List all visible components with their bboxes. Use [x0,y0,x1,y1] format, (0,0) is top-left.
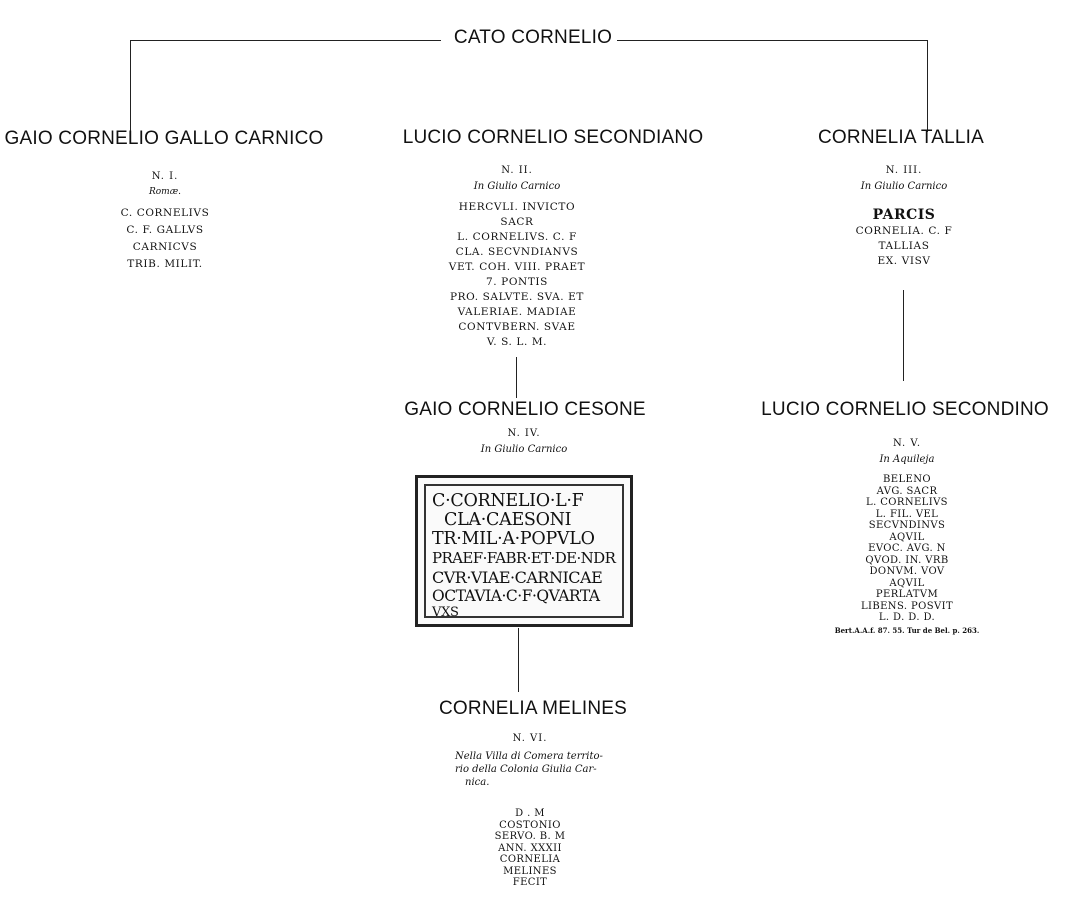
stone-line: PRAEF·FABR·ET·DE·NDR [432,549,616,567]
inscription-line: VALERIAE. MADIAE [457,306,577,318]
node-name-secondino: LUCIO CORNELIO SECONDINO [761,399,1049,420]
stone-line: C·CORNELIO·L·F [432,491,584,511]
node-name-cesone: GAIO CORNELIO CESONE [404,399,646,420]
connector-tallia-secondino [903,290,904,381]
inscription-line: DONVM. VOV [869,566,945,577]
inscription-heading: PARCIS [872,207,936,223]
inscription-line: ANN. XXXII [498,842,562,854]
inscription-line: MELINES [503,865,557,877]
inscription-line: AQVIL [889,577,925,589]
inscription-line: AVG. SACR [876,485,938,497]
inscription-location: In Aquileja [879,454,935,465]
inscription-line: PRO. SALVTE. SVA. ET [449,291,585,303]
inscription-line: L. FIL. VEL [875,508,939,520]
inscription-line: EX. VISV [877,255,931,267]
inscription-location: Romæ. [148,187,182,197]
inscription-number: N. II. [501,165,533,176]
inscription-line: TALLIAS [878,240,930,252]
inscription-line: C. F. GALLVS [126,224,204,236]
inscription-line: SECVNDINVS [868,520,946,531]
inscription-tallia: N. III. In Giulio Carnico PARCIS CORNELI… [856,165,953,269]
inscription-line: PERLATVM [875,589,939,600]
inscription-number: N. VI. [512,733,548,744]
inscription-line: CONTVBERN. SVAE [458,321,576,333]
inscription-line: TRIB. MILIT. [127,258,203,270]
stone-line: CVR·VIAE·CARNICAE [432,568,603,587]
inscription-secondiano: N. II. In Giulio Carnico HERCVLI. INVICT… [449,165,585,350]
stone-frame [424,484,624,618]
stone-text: C·CORNELIO·L·F CLA·CAESONI TR·MIL·A·POPV… [432,491,624,620]
inscription-line: V. S. L. M. [486,336,548,348]
inscription-reference: Bert.A.A.f. 87. 55. Tur de Bel. p. 263. [834,625,980,635]
connector-left-drop [130,40,131,132]
inscription-number: N. V. [892,438,922,449]
inscription-line: 7. PONTIS [486,276,548,288]
inscription-line: C. CORNELIVS [120,207,210,219]
inscription-gallo: N. I. Romæ. C. CORNELIVS C. F. GALLVS CA… [121,171,210,273]
inscription-melines-header: N. VI. [513,733,548,749]
stone-line: OCTAVIA·C·F·QVARTA [432,587,600,605]
inscription-line: CORNELIA [499,854,561,865]
inscription-line: D . M [515,808,545,819]
inscription-location-line: nica. [465,777,490,788]
inscription-line: QVOD. IN. VRB [865,554,949,566]
inscription-secondino: N. V. In Aquileja BELENO AVG. SACR L. CO… [835,438,980,635]
inscription-location: In Giulio Carnico [860,181,948,192]
inscription-cesone-header: N. IV. In Giulio Carnico [481,428,567,463]
node-name-gallo: GAIO CORNELIO GALLO CARNICO [4,128,324,149]
inscription-location-line: Nella Villa di Comera territo- [455,751,603,762]
inscription-number: N. III. [885,165,923,176]
inscription-line: CARNICVS [132,241,198,253]
inscription-line: L. D. D. D. [878,612,936,623]
root-name: CATO CORNELIO [453,27,613,48]
inscription-line: CORNELIA. C. F [855,225,953,237]
inscription-stone-drawing: C·CORNELIO·L·F CLA·CAESONI TR·MIL·A·POPV… [415,475,633,627]
connector-secondiano-cesone [516,357,517,398]
node-name-secondiano: LUCIO CORNELIO SECONDIANO [402,127,704,148]
inscription-line: LIBENS. POSVIT [860,600,954,612]
inscription-melines-location: Nella Villa di Comera territo- rio della… [455,750,603,789]
inscription-line: HERCVLI. INVICTO [458,201,576,213]
inscription-line: L. CORNELIVS [866,497,948,508]
inscription-line: SERVO. B. M [494,831,566,842]
inscription-location: In Giulio Carnico [480,444,568,455]
inscription-line: COSTONIO [499,819,561,831]
connector-root-right [617,40,928,41]
stone-line: TR·MIL·A·POPVLO [432,529,595,549]
connector-root-left [130,40,441,41]
inscription-line: SACR [500,216,534,228]
inscription-line: VET. COH. VIII. PRAET [448,261,586,273]
inscription-line: CLA. SECVNDIANVS [455,246,579,258]
stone-line: VXS [432,605,459,620]
inscription-line: L. CORNELIVS. C. F [457,231,577,243]
node-name-melines: CORNELIA MELINES [439,698,627,719]
inscription-line: AQVIL [889,531,925,543]
inscription-number: N. I. [151,171,179,182]
inscription-line: FECIT [512,877,548,888]
node-name-tallia: CORNELIA TALLIA [818,127,984,148]
stone-line: CLA·CAESONI [444,510,572,530]
inscription-line: EVOC. AVG. N [868,543,946,554]
connector-right-drop [927,40,928,132]
inscription-location-line: rio della Colonia Giulia Car- [455,764,597,775]
inscription-number: N. IV. [507,428,541,439]
inscription-location: In Giulio Carnico [473,181,561,192]
connector-cesone-melines [518,628,519,692]
inscription-line: BELENO [883,474,931,485]
inscription-melines: D . M COSTONIO SERVO. B. M ANN. XXXII CO… [495,808,566,889]
